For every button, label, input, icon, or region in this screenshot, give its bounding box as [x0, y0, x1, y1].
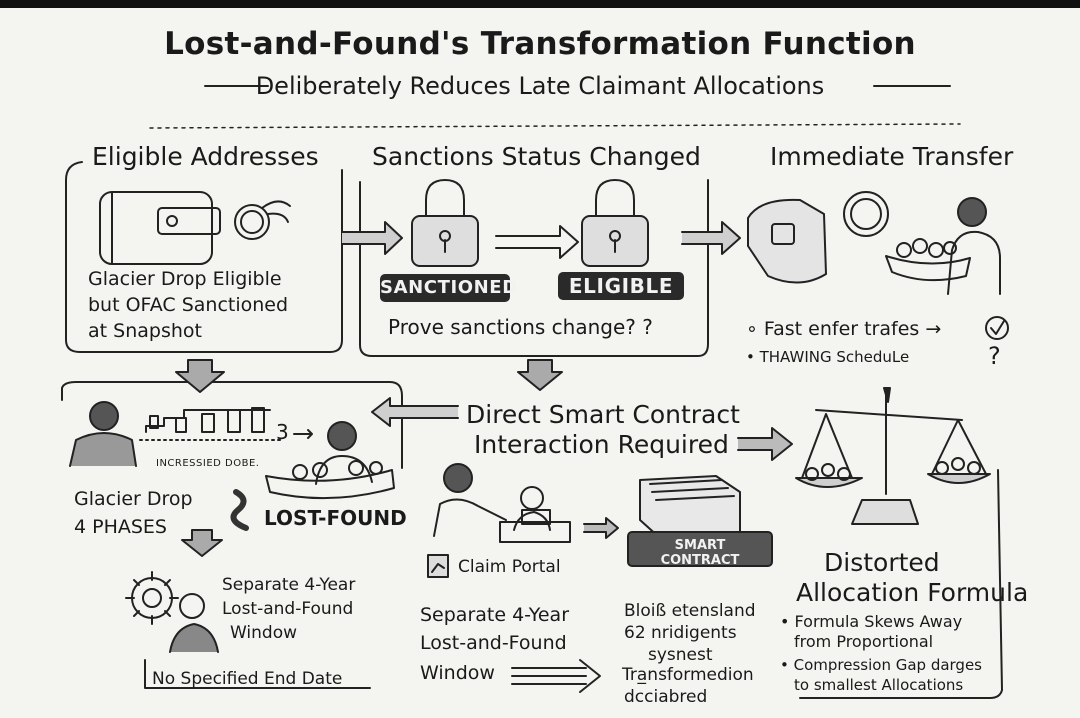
separator-line — [150, 124, 960, 128]
page-title: Lost-and-Found's Transformation Function — [0, 26, 1080, 62]
distorted-bullet1-line2: from Proportional — [794, 632, 933, 651]
eligible-heading: Eligible Addresses — [92, 142, 319, 171]
distorted-bullet2-line1: • Compression Gap darges — [780, 656, 982, 674]
no-end-date-label: No Specified End Date — [152, 668, 342, 691]
transfer-bullet-1: ∘ Fast enfer trafes → — [746, 316, 941, 342]
lock-icon-sanctioned — [412, 180, 478, 266]
phases-label-line1: Glacier Drop — [74, 486, 193, 512]
eligible-badge: ELIGIBLE — [558, 272, 684, 300]
people-at-desk-icon — [434, 464, 570, 542]
transfer-wallet-icon — [748, 200, 826, 283]
sanctions-question: Prove sanctions change? ? — [388, 314, 653, 340]
garbled-line5: dcciabred — [624, 686, 707, 709]
eligible-text-line1: Glacier Drop Eligible — [88, 266, 282, 292]
window-mid-line2: Lost-and-Found — [420, 630, 567, 656]
eligible-text-line3: at Snapshot — [88, 318, 202, 344]
window-mid-line1: Separate 4-Year — [420, 602, 569, 628]
balance-scale-icon — [796, 388, 990, 524]
person-icon-left — [70, 402, 136, 466]
arrow-eligible-to-sanctions — [342, 222, 402, 254]
window-left-line2: Lost-and-Found — [222, 598, 353, 621]
phases-label-line2: 4 PHASES — [74, 514, 167, 540]
arrow-down-eligible — [176, 360, 224, 392]
transfer-question-mark: ? — [988, 342, 1001, 370]
coin-icon — [235, 201, 290, 239]
chart-document-icon — [428, 555, 448, 577]
distorted-bullet2-line2: to smallest Allocations — [794, 676, 963, 694]
arrow-to-contract — [584, 518, 618, 538]
double-arrow-icon — [512, 660, 600, 692]
distorted-bullet1-line1: • Formula Skews Away — [780, 612, 962, 631]
direct-heading-line1: Direct Smart Contract — [466, 400, 740, 429]
smart-contract-label: SMART CONTRACT — [636, 538, 764, 568]
window-left-line3: Window — [230, 622, 297, 645]
window-mid-line3: Window — [420, 660, 495, 686]
person-with-basket-icon — [886, 198, 1000, 294]
lost-found-label: LOST-FOUND — [264, 506, 407, 530]
direct-heading-line2: Interaction Required — [474, 430, 729, 459]
chart-number: 3 — [276, 420, 289, 444]
person-icon-window — [170, 594, 218, 652]
check-circle-icon — [986, 317, 1008, 339]
sanctions-heading: Sanctions Status Changed — [372, 142, 701, 171]
arrow-to-scale — [738, 428, 792, 460]
chart-caption: INCRESSIED DOBE. — [156, 458, 259, 469]
arrow-into-phases — [372, 398, 458, 426]
garbled-line1: Bloiß etensland — [624, 600, 756, 623]
gear-icon — [126, 572, 178, 624]
page-subtitle: Deliberately Reduces Late Claimant Alloc… — [0, 72, 1080, 100]
arrow-lock-to-lock — [496, 226, 578, 258]
wallet-icon — [100, 192, 220, 264]
transfer-heading: Immediate Transfer — [770, 142, 1013, 171]
distorted-heading-line1: Distorted — [824, 548, 940, 577]
sanctioned-badge: SANCTIONED — [380, 274, 510, 302]
claim-portal-label: Claim Portal — [458, 556, 561, 579]
garbled-line2: 62 nridigents — [624, 622, 737, 645]
arrow-sanctions-to-transfer — [682, 222, 740, 254]
arrow-down-phases — [182, 530, 222, 556]
eligible-text-line2: but OFAC Sanctioned — [88, 292, 288, 318]
distorted-heading-line2: Allocation Formula — [796, 578, 1028, 607]
lock-icon-eligible — [582, 180, 648, 266]
window-left-line1: Separate 4-Year — [222, 574, 355, 597]
garbled-line4: Tra̲nsformedion — [622, 664, 754, 687]
transfer-bullet-2: • THAWING ScheduLe — [746, 346, 909, 369]
dollar-coin-icon — [844, 192, 888, 236]
swirl-arrow-icon — [234, 492, 247, 528]
arrow-down-sanctions — [518, 360, 562, 390]
